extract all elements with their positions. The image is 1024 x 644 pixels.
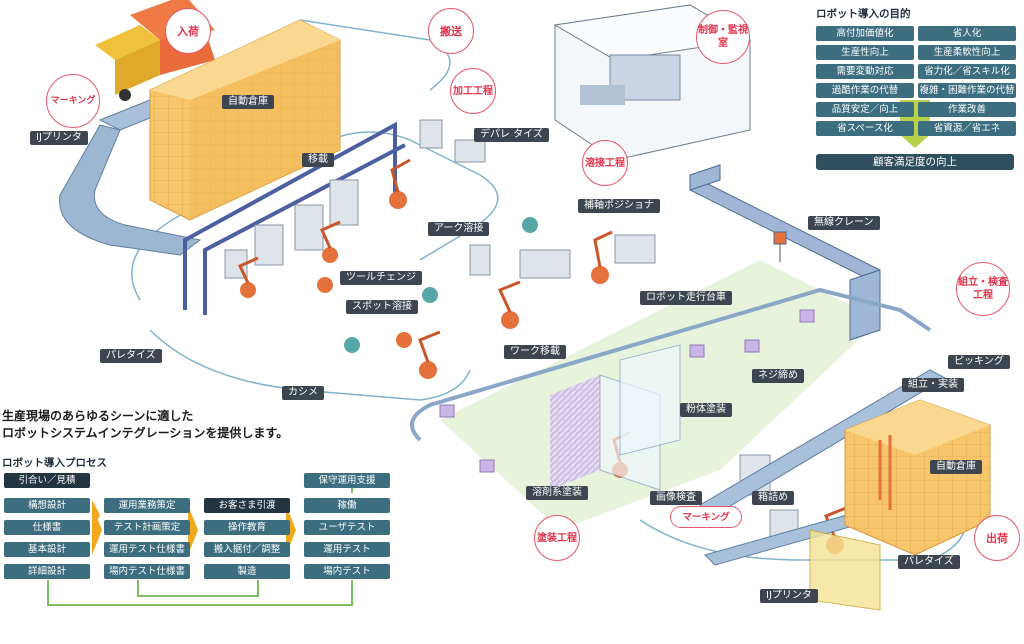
- bubble-welding: 溶接工程: [582, 140, 628, 186]
- purpose-right-item: 省人化: [918, 26, 1016, 41]
- label-solvent-coating: 溶剤系塗装: [526, 486, 588, 500]
- label-caulking: カシメ: [282, 386, 324, 400]
- welding-robots: [344, 217, 538, 353]
- robot-purpose-panel: ロボット導入の目的 高付加価値化 生産性向上 需要変動対応 過酷作業の代替 品質…: [812, 6, 1020, 174]
- purpose-left-item: 品質安定／向上: [816, 102, 914, 117]
- agv-path-top: [131, 131, 499, 301]
- bubble-receiving: 入荷: [165, 8, 211, 54]
- label-wireless-crane: 無線クレーン: [808, 216, 880, 230]
- painting-booths: [550, 344, 681, 491]
- tagline-line-1: 生産現場のあらゆるシーンに適した: [2, 409, 194, 423]
- process-step: 詳細設計: [4, 564, 90, 579]
- bubble-control-room: 制御・監視室: [696, 10, 750, 64]
- label-spot-welding: スポット溶接: [346, 300, 418, 314]
- overhead-conveyor: [410, 287, 932, 442]
- label-auto-warehouse-top: 自動倉庫: [222, 95, 274, 109]
- safety-fence: [809, 529, 881, 611]
- process-step: テスト計画策定: [104, 520, 190, 535]
- process-step: ユーザテスト: [304, 520, 390, 535]
- label-tool-change: ツールチェンジ: [340, 271, 422, 285]
- purpose-left-item: 生産性向上: [816, 45, 914, 60]
- bubble-shipping: 出荷: [974, 515, 1020, 561]
- process-step: 構想設計: [4, 498, 90, 513]
- purpose-right-item: 作業改善: [918, 102, 1016, 117]
- purpose-right-item: 省資源／省エネ: [918, 121, 1016, 136]
- label-auto-warehouse-right: 自動倉庫: [930, 460, 982, 474]
- label-palletize-left: パレタイズ: [100, 349, 162, 363]
- label-assembly-mounting: 組立・実装: [902, 378, 964, 392]
- label-depalletize: デパレ タイズ: [474, 128, 549, 142]
- purpose-title: ロボット導入の目的: [816, 8, 911, 20]
- purpose-left-item: 省スペース化: [816, 121, 914, 136]
- tagline: 生産現場のあらゆるシーンに適した ロボットシステムインテグレーションを提供します…: [2, 408, 288, 442]
- process-step: 運用テスト: [304, 542, 390, 557]
- wireless-crane: [689, 164, 881, 341]
- label-ij-printer-right: IJプリンタ: [760, 589, 818, 603]
- process-step: お客さま引渡: [204, 498, 290, 513]
- robot-process-panel: ロボット導入プロセス 引合い／見積 構想設計 仕様書 基本設計 詳細設計 運用業…: [0, 455, 400, 615]
- label-boxing: 箱詰め: [752, 491, 794, 505]
- bubble-marking-right: マーキング: [670, 506, 742, 528]
- bubble-transport: 搬送: [428, 8, 474, 54]
- process-step: 稼働: [304, 498, 390, 513]
- label-arc-welding: アーク溶接: [428, 222, 490, 236]
- label-image-inspection: 画像検査: [650, 491, 702, 505]
- label-robot-traveler: ロボット走行台車: [640, 291, 732, 305]
- purpose-left-item: 過酷作業の代替: [816, 83, 914, 98]
- process-step: 操作教育: [204, 520, 290, 535]
- label-positioner: 補軸ポジショナ: [578, 199, 660, 213]
- process-step: 搬入据付／調整: [204, 542, 290, 557]
- process-step: 場内テスト仕様書: [104, 564, 190, 579]
- hangers: [439, 309, 815, 473]
- bubble-processing: 加工工程: [450, 68, 496, 114]
- purpose-left-item: 需要変動対応: [816, 64, 914, 79]
- process-title: ロボット導入プロセス: [2, 457, 107, 469]
- label-powder-coating: 粉体塗装: [680, 403, 732, 417]
- label-transfer: 移載: [302, 153, 334, 167]
- purpose-left-item: 高付加価値化: [816, 26, 914, 41]
- tagline-line-2: ロボットシステムインテグレーションを提供します。: [2, 426, 289, 440]
- purpose-right-item: 省力化／省スキル化: [918, 64, 1016, 79]
- label-work-transfer: ワーク移載: [504, 345, 566, 359]
- bubble-painting: 塗装工程: [534, 515, 580, 561]
- purpose-right-item: 生産柔軟性向上: [918, 45, 1016, 60]
- process-step: 基本設計: [4, 542, 90, 557]
- process-step: 仕様書: [4, 520, 90, 535]
- bubble-marking-left: マーキング: [46, 74, 100, 128]
- process-step: 運用テスト仕様書: [104, 542, 190, 557]
- process-step: 保守運用支援: [304, 473, 390, 488]
- robots: [240, 191, 844, 554]
- process-step: 場内テスト: [304, 564, 390, 579]
- process-step: 引合い／見積: [4, 473, 90, 488]
- process-step: 製造: [204, 564, 290, 579]
- label-picking: ピッキング: [948, 355, 1010, 369]
- auto-warehouse-right: [844, 399, 991, 556]
- purpose-result: 顧客満足度の向上: [816, 154, 1014, 170]
- label-ij-printer-left: IJプリンタ: [30, 131, 88, 145]
- auto-warehouse-top: [149, 19, 341, 221]
- label-palletize-right: パレタイズ: [898, 555, 960, 569]
- label-screw-fastening: ネジ締め: [752, 369, 804, 383]
- purpose-right-item: 複雑・困難作業の代替: [918, 83, 1016, 98]
- conveyor-left: [59, 124, 202, 256]
- bubble-assembly: 組立・検査工程: [956, 262, 1010, 316]
- process-step: 運用業務策定: [104, 498, 190, 513]
